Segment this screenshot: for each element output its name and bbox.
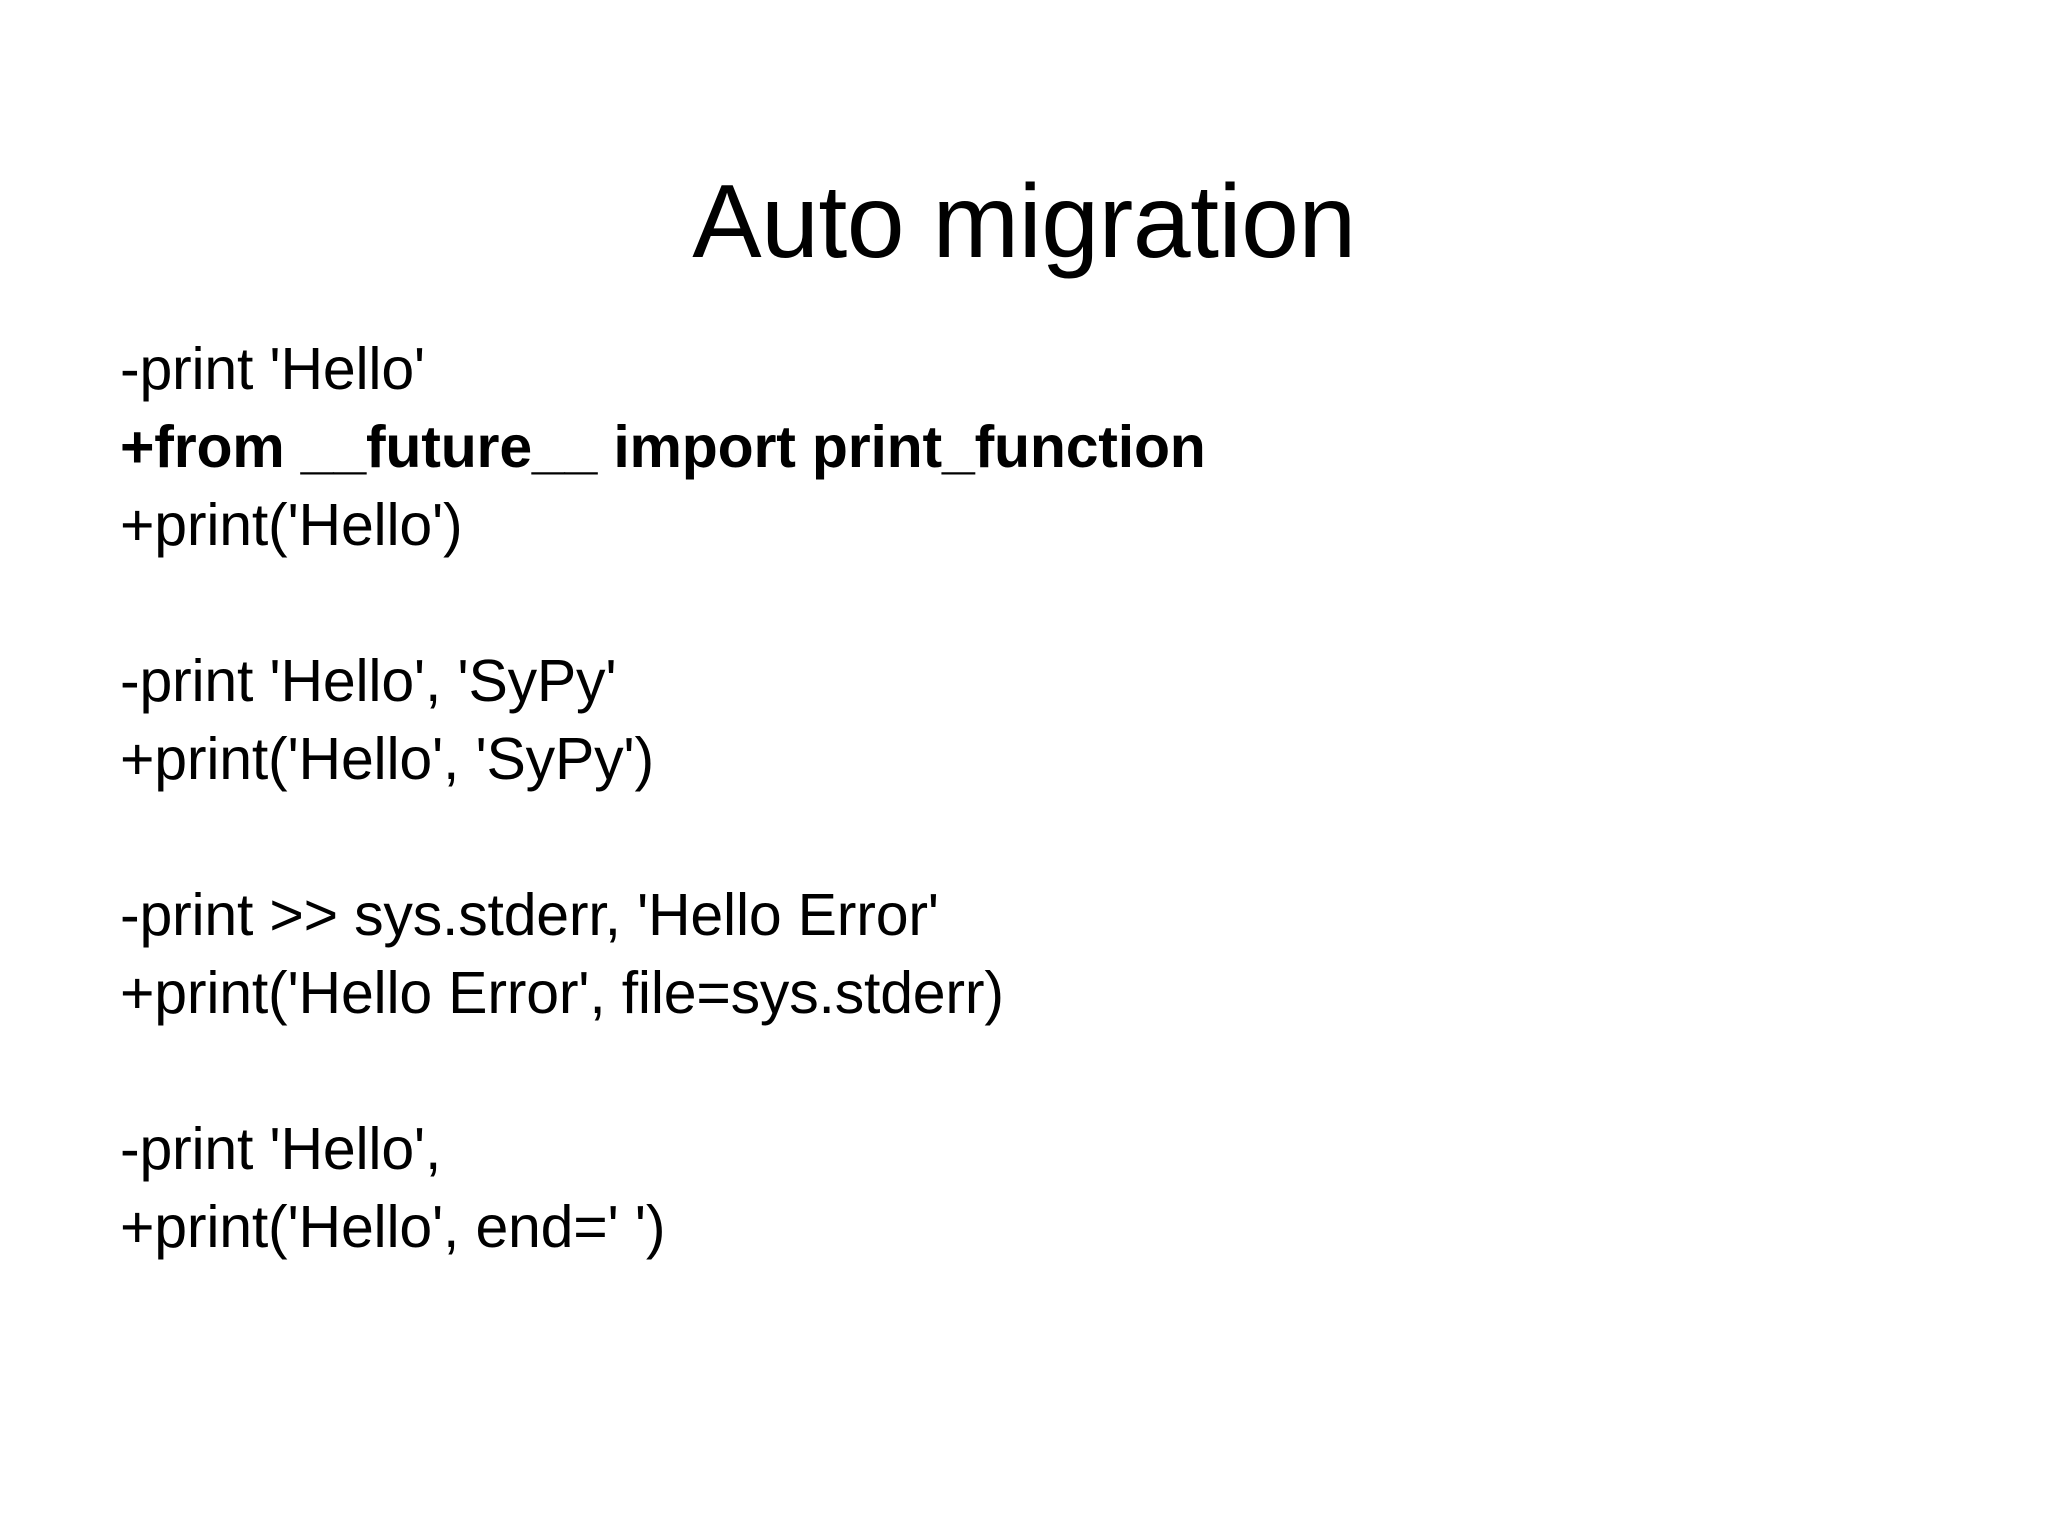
diff-line-added: +print('Hello', end=' ') — [120, 1194, 666, 1260]
diff-line-added: +print('Hello Error', file=sys.stderr) — [120, 960, 1004, 1026]
page-title: Auto migration — [692, 163, 1356, 280]
diff-line-removed: -print 'Hello' — [120, 336, 425, 402]
diff-line-added: +print('Hello') — [120, 492, 463, 558]
diff-block-print-hello: -print 'Hello' +from __future__ import p… — [120, 330, 1920, 564]
diff-line-removed: -print >> sys.stderr, 'Hello Error' — [120, 882, 939, 948]
diff-line-added: +print('Hello', 'SyPy') — [120, 726, 654, 792]
diff-line-removed: -print 'Hello', — [120, 1116, 442, 1182]
diff-content: -print 'Hello' +from __future__ import p… — [120, 330, 1920, 1266]
diff-line-added-future-import: +from __future__ import print_function — [120, 414, 1206, 480]
diff-line-removed: -print 'Hello', 'SyPy' — [120, 648, 617, 714]
diff-block-print-end: -print 'Hello', +print('Hello', end=' ') — [120, 1110, 1920, 1266]
diff-block-print-stderr: -print >> sys.stderr, 'Hello Error' +pri… — [120, 876, 1920, 1032]
diff-block-print-hello-sypy: -print 'Hello', 'SyPy' +print('Hello', '… — [120, 642, 1920, 798]
